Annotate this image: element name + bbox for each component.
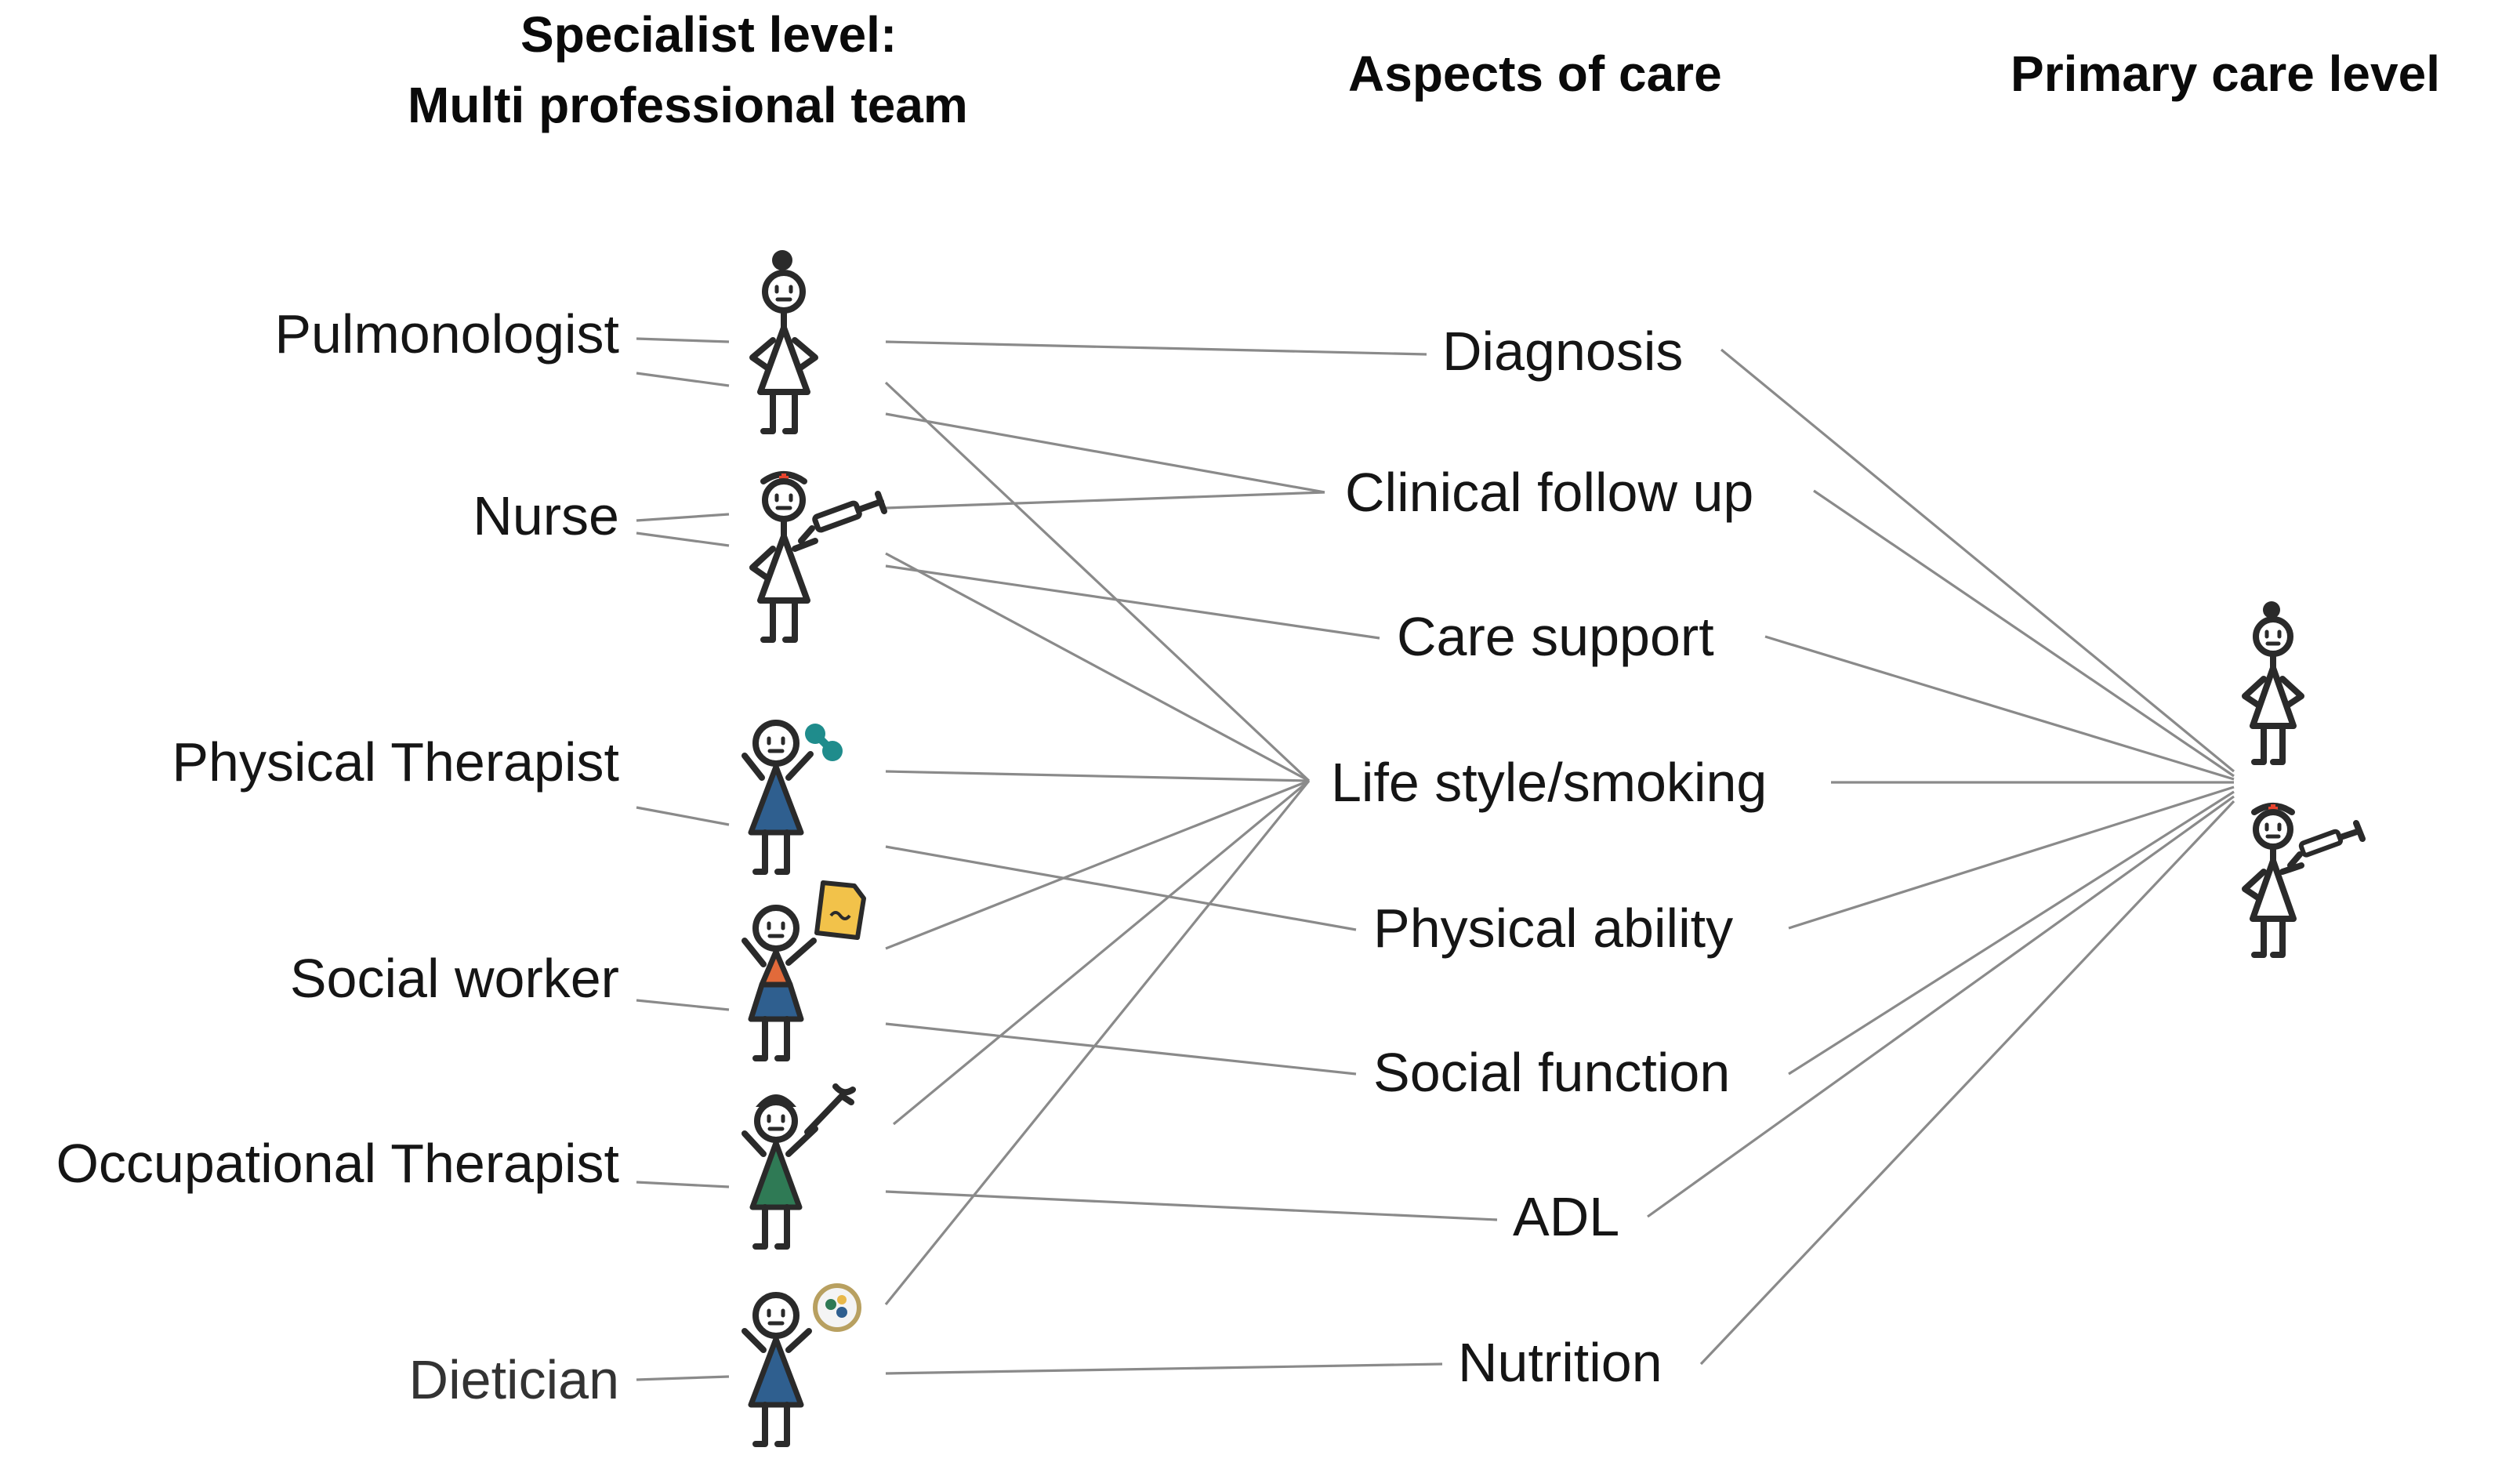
role-label-dietician: Dietician [408,1349,619,1410]
connector-line [636,532,730,547]
physical-therapist-figure-icon [741,720,843,875]
connector-line [636,806,730,826]
connector-line [1788,790,2235,1076]
aspect-label-diagnosis: Diagnosis [1442,321,1684,382]
connector-line [885,1362,1443,1375]
primary-doctor-figure-icon [2242,601,2304,765]
specialist-header-line1: Specialist level: [520,6,897,63]
nurse-figure-icon [749,471,887,643]
role-label-pulmonologist: Pulmonologist [274,303,619,365]
pulmonologist-figure-icon [749,250,818,434]
connector-line [885,340,1427,356]
connector-line [884,381,1311,782]
connector-line [636,372,730,387]
syringe-icon [798,491,887,544]
dietician-figure-icon [741,1283,861,1447]
primary-nurse-figure-icon [2242,803,2366,958]
connector-line [885,779,1310,950]
connector-line [885,1190,1498,1221]
occupational-therapist-figure-icon [741,1083,856,1250]
connector-line [636,513,730,522]
dumbbell-icon [805,724,843,761]
connector-line [1699,800,2235,1366]
plate-icon [813,1283,861,1332]
specialist-header-line2: Multi professional team [408,77,968,133]
document-icon [814,880,866,940]
aspect-label-social-function: Social function [1373,1042,1731,1103]
role-label-social-worker: Social worker [289,948,619,1009]
connector-line [1764,635,2235,781]
connector-line [1720,348,2235,773]
aspect-label-nutrition: Nutrition [1458,1332,1662,1393]
connector-line [885,845,1357,931]
connector-line [636,1181,730,1188]
social-worker-figure-icon [741,880,866,1061]
primary-care-header: Primary care level [2011,45,2440,102]
wrench-icon [804,1083,856,1135]
aspect-label-care-support: Care support [1397,606,1714,667]
syringe-icon [2287,820,2366,869]
connector-line [885,770,1310,782]
connector-line [1788,785,2235,930]
connector-line [892,779,1311,1126]
role-label-nurse: Nurse [473,485,619,546]
connector-line [636,999,730,1011]
connector-line [885,564,1380,640]
connector-line [885,491,1325,510]
connector-line [885,1022,1357,1076]
connector-line [1647,795,2235,1218]
connector-line [885,552,1310,782]
connector-line [885,412,1325,494]
role-label-occupational-therapist: Occupational Therapist [56,1133,619,1194]
connector-line [636,337,730,343]
role-label-physical-therapist: Physical Therapist [172,731,619,793]
connector-line [884,779,1311,1306]
aspect-label-physical-ability: Physical ability [1373,898,1734,959]
aspects-header: Aspects of care [1348,45,1722,102]
aspect-label-clinical-follow-up: Clinical follow up [1345,462,1754,523]
aspect-label-life-style-smoking: Life style/smoking [1331,752,1768,813]
aspect-label-adl: ADL [1513,1186,1620,1247]
connector-lines [636,337,2235,1381]
connector-line [636,1375,730,1381]
connector-line [1813,489,2235,778]
